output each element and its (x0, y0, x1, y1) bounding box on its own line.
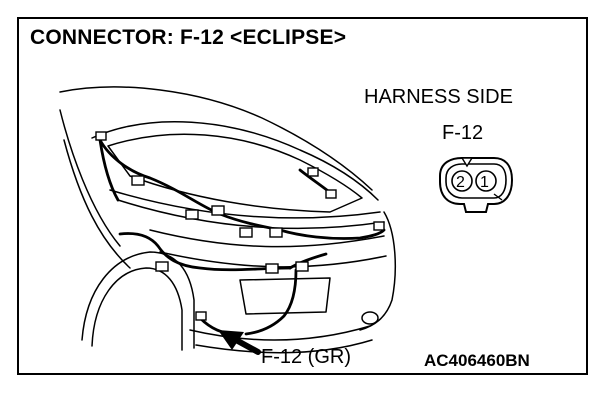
hatch-glass-inner (107, 133, 363, 213)
exhaust (361, 311, 379, 325)
pin-2-label: 2 (456, 174, 465, 191)
tail-panel (149, 229, 385, 248)
connector-callout-label: F-12 (GR) (261, 346, 351, 368)
harness-side-label: HARNESS SIDE (364, 86, 513, 108)
harness-connectors (95, 131, 385, 321)
bumper-lower (195, 339, 373, 354)
right-rear-corner (359, 211, 396, 331)
wheel-arch (81, 251, 195, 349)
bumper (189, 325, 371, 341)
side-line (63, 139, 131, 269)
rear-spoiler (109, 189, 381, 219)
callout-arrow (218, 330, 261, 355)
body-side (59, 109, 121, 247)
rear-spoiler-lower (117, 199, 385, 230)
roof-outline (59, 86, 373, 191)
wiring-harness (98, 138, 386, 336)
plate-recess (239, 277, 331, 315)
connector-face: 2 1 (439, 157, 514, 213)
figure-code: AC406460BN (424, 351, 530, 370)
tire (91, 267, 183, 351)
connector-label: F-12 (442, 122, 484, 144)
diagram-title: CONNECTOR: F-12 <ECLIPSE> (30, 26, 347, 49)
pin-1-label: 1 (480, 174, 489, 191)
hatch-glass-outer (91, 121, 379, 201)
